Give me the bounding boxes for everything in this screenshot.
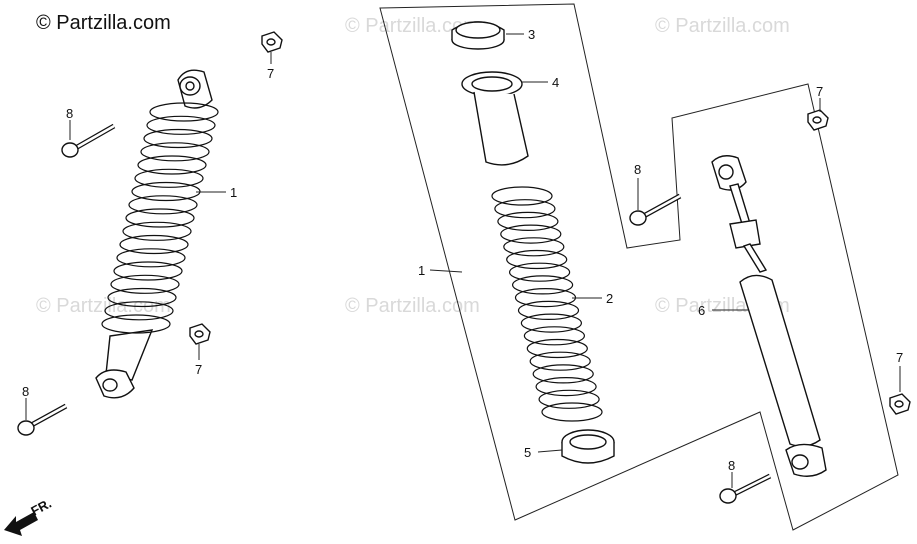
assembly-outline	[379, 3, 899, 531]
callout-5: 5	[524, 445, 531, 460]
spring-coil	[149, 102, 219, 122]
coil-spring	[491, 186, 603, 422]
watermark: © Partzilla.com	[36, 295, 171, 317]
spring-coil	[116, 248, 186, 268]
watermark: © Partzilla.com	[345, 15, 480, 37]
spring-coil	[511, 275, 574, 295]
callout-8-right-bottom: 8	[728, 458, 735, 473]
brand-watermark: © Partzilla.com	[36, 12, 171, 34]
callout-7-left-mid: 7	[195, 362, 202, 377]
callout-6: 6	[698, 303, 705, 318]
spring-coil	[541, 402, 603, 422]
spring-coil	[508, 262, 571, 282]
callout-8-left-top: 8	[66, 106, 73, 121]
spring-coil	[143, 128, 213, 149]
spring-coil	[134, 168, 204, 188]
callout-8-left-bottom: 8	[22, 384, 29, 399]
spring-coil	[517, 300, 580, 320]
spring-coil	[529, 351, 591, 371]
spring-coil	[538, 389, 600, 409]
spring-coil	[110, 274, 180, 294]
spring-coil	[506, 249, 568, 270]
bolt-right-bottom	[719, 473, 772, 504]
callout-8-mid: 8	[634, 162, 641, 177]
nut-left-mid	[189, 323, 211, 345]
spring-coil	[526, 338, 588, 359]
callout-7-right-edge: 7	[896, 350, 903, 365]
spring-seat-lower	[561, 429, 615, 464]
spring-coil	[494, 199, 556, 219]
bolt-left-top	[61, 123, 116, 158]
spring-coil	[523, 326, 586, 346]
callout-2: 2	[606, 291, 613, 306]
spring-coil	[146, 115, 216, 135]
damper-unit	[711, 155, 827, 477]
spring-coil	[514, 288, 577, 308]
spring-coil	[125, 208, 195, 228]
front-direction-arrow: FR.	[4, 496, 54, 536]
spring-coil	[500, 224, 562, 244]
callout-7-topleft: 7	[267, 66, 274, 81]
spring-coil	[532, 364, 594, 384]
callout-3: 3	[528, 27, 535, 42]
callout-4: 4	[552, 75, 559, 90]
spring-stopper	[451, 21, 505, 50]
leader-lines	[25, 33, 901, 488]
arrow-icon	[4, 512, 38, 536]
watermark: © Partzilla.com	[345, 295, 480, 317]
nut-left-top	[261, 31, 283, 53]
spring-coil	[128, 195, 198, 215]
bolt-mid	[629, 193, 682, 226]
spring-coil	[491, 186, 553, 206]
spring-coil	[535, 377, 597, 397]
watermark: © Partzilla.com	[655, 15, 790, 37]
callout-1-left: 1	[230, 185, 237, 200]
spring-coil	[122, 221, 192, 241]
spring-coil	[520, 313, 583, 333]
bolt-left-bottom	[17, 403, 68, 436]
spring-coil	[113, 261, 183, 281]
spring-coil	[107, 287, 177, 308]
spring-coil	[104, 301, 174, 321]
spring-coil	[503, 237, 565, 257]
spring-coil	[119, 234, 189, 255]
spring-seat-upper	[461, 71, 529, 166]
callout-1-assembly: 1	[418, 263, 425, 278]
nut-right-top	[807, 109, 829, 131]
shock-absorber-left	[95, 69, 219, 399]
spring-coil	[140, 142, 210, 162]
spring-coil	[101, 314, 171, 334]
spring-coil	[137, 155, 207, 175]
nut-right-edge	[889, 393, 911, 415]
spring-coil	[497, 211, 559, 231]
callout-7-right-top: 7	[816, 84, 823, 99]
